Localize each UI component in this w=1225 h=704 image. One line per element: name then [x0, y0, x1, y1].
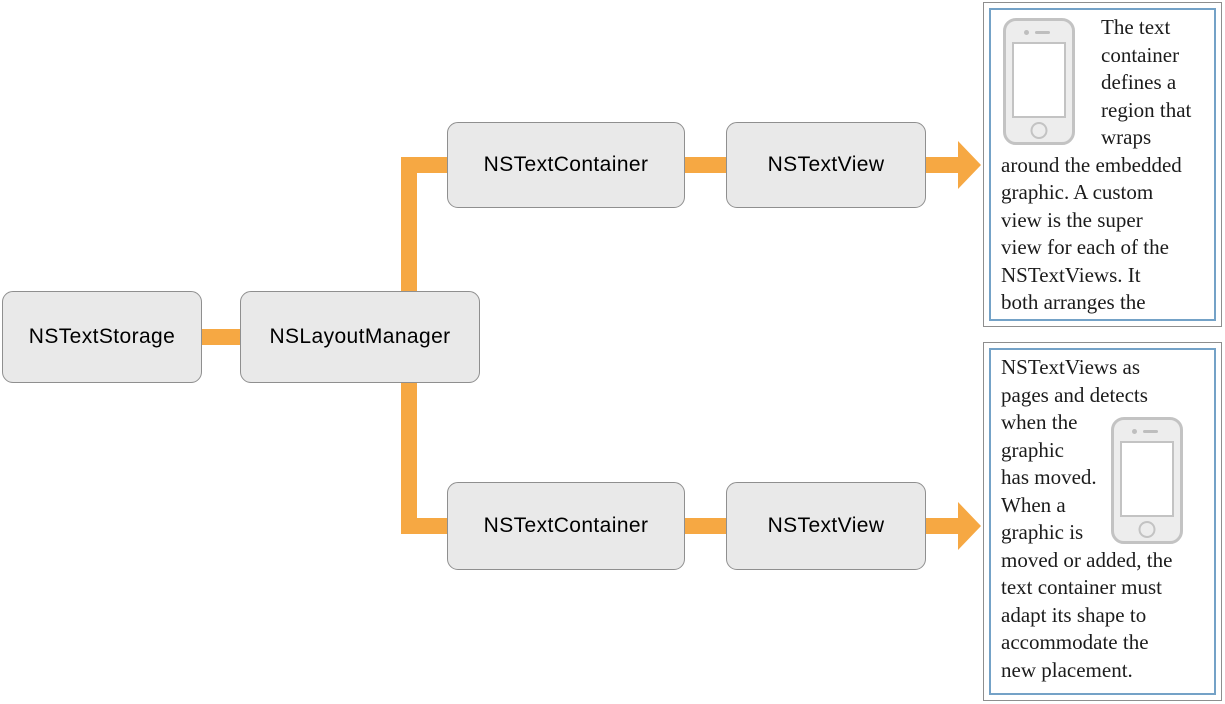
- connector-elbow-top: [401, 157, 449, 173]
- node-nstextview-top: NSTextView: [726, 122, 926, 208]
- text-line: container: [1101, 42, 1180, 67]
- connector-storage-manager: [200, 329, 242, 345]
- textview-panel-bottom: NSTextViews as pages and detects when the…: [983, 342, 1222, 701]
- text-line: NSTextViews. It: [1001, 262, 1141, 287]
- textview-panel-top-inner: The text container defines a region that wra…: [989, 8, 1216, 321]
- text-line: when the: [1001, 410, 1078, 434]
- arrow-head-icon-bottom: [958, 502, 981, 550]
- text-line: has moved.: [1001, 465, 1097, 489]
- textview-panel-bottom-inner: NSTextViews as pages and detects when the…: [989, 348, 1216, 695]
- camera-dot-icon: [1024, 30, 1029, 35]
- text-line: adapt its shape to: [1001, 602, 1147, 627]
- text-line: view is the super: [1001, 207, 1143, 232]
- connector-container-view-bottom: [683, 518, 728, 534]
- text-line: region that: [1101, 97, 1192, 122]
- wrapped-text-full-width: NSTextViews as pages and detects: [1001, 354, 1204, 409]
- text-line: view for each of the: [1001, 235, 1169, 259]
- node-nstextcontainer-bottom: NSTextContainer: [447, 482, 685, 570]
- text-line: accommodate the: [1001, 630, 1149, 654]
- wrapped-text-beside-icon: The text container defines a region that wra…: [1101, 14, 1204, 152]
- text-line: around the embedded: [1001, 152, 1182, 177]
- text-line: pages and detects: [1001, 382, 1148, 407]
- camera-dot-icon: [1132, 429, 1137, 434]
- text-line: text container must: [1001, 575, 1162, 599]
- text-line: graphic: [1001, 437, 1064, 462]
- node-nslayoutmanager: NSLayoutManager: [240, 291, 480, 383]
- text-line: When a: [1001, 492, 1066, 517]
- iphone-icon: [1003, 18, 1075, 145]
- text-line: The text: [1101, 15, 1171, 39]
- node-nstextstorage: NSTextStorage: [2, 291, 202, 383]
- text-line: defines a: [1101, 70, 1177, 94]
- wrapped-text-beside-icon: when the graphic has moved. When a graphic i…: [1001, 409, 1204, 547]
- node-nstextcontainer-top: NSTextContainer: [447, 122, 685, 208]
- iphone-icon: [1111, 417, 1183, 544]
- arrow-shaft-bottom: [924, 518, 958, 534]
- phone-screen: [1012, 42, 1066, 118]
- wrapped-text-full-width: moved or added, the text container must ad…: [1001, 547, 1204, 685]
- home-button-icon: [1030, 122, 1048, 139]
- speaker-slot-icon: [1035, 31, 1050, 34]
- text-line: graphic. A custom: [1001, 180, 1154, 204]
- text-line: wraps: [1101, 125, 1152, 149]
- text-line: both arranges the: [1001, 290, 1146, 314]
- home-button-icon: [1138, 521, 1156, 538]
- text-line: graphic is: [1001, 520, 1084, 544]
- connector-container-view-top: [683, 157, 728, 173]
- text-line: moved or added, the: [1001, 547, 1173, 572]
- arrow-shaft-top: [924, 157, 958, 173]
- text-line: NSTextViews as: [1001, 355, 1141, 379]
- phone-screen: [1120, 441, 1174, 517]
- text-line: new placement.: [1001, 657, 1133, 682]
- connector-elbow-bottom: [401, 518, 449, 534]
- wrapped-text-full-width: around the embedded graphic. A custom view…: [1001, 152, 1204, 317]
- speaker-slot-icon: [1143, 430, 1158, 433]
- arrow-head-icon-top: [958, 141, 981, 189]
- node-nstextview-bottom: NSTextView: [726, 482, 926, 570]
- textview-panel-top: The text container defines a region that wra…: [983, 2, 1222, 327]
